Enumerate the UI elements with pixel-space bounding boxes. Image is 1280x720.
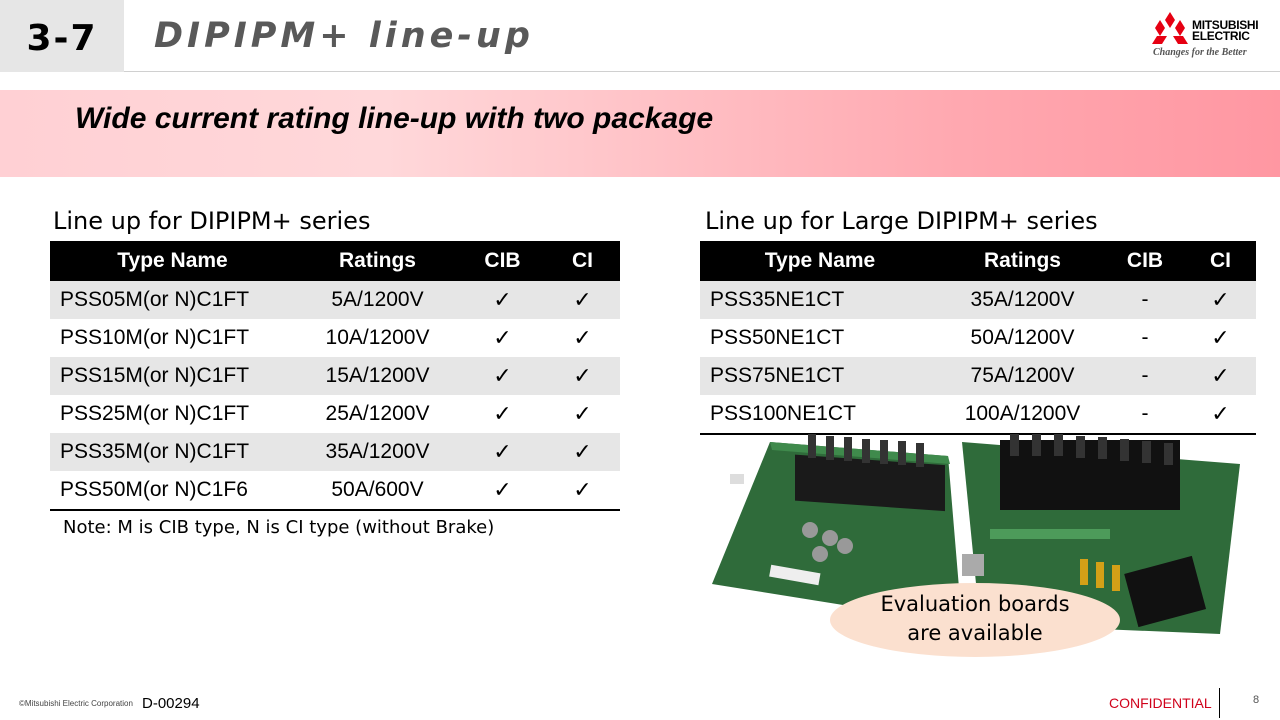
ci-check-icon: ✓ xyxy=(1185,395,1256,435)
col-header-ratings: Ratings xyxy=(940,241,1105,281)
section-number-box xyxy=(0,0,124,72)
type-name-cell: PSS25M(or N)C1FT xyxy=(60,402,250,425)
callout-line-2: are available xyxy=(907,621,1043,645)
ratings-cell: 15A/1200V xyxy=(295,357,460,395)
ci-check-icon: ✓ xyxy=(545,433,620,471)
cib-cell: - xyxy=(1105,357,1185,395)
table-row: PSS25M(or N)C1FT 25A/1200V ✓ ✓ xyxy=(50,395,620,433)
cib-check-icon: ✓ xyxy=(493,325,512,351)
ratings-cell: 50A/1200V xyxy=(970,326,1075,349)
cib-cell: - xyxy=(1105,395,1185,435)
page-title: DIPIPM+ line-up xyxy=(154,16,534,56)
right-table-caption: Line up for Large DIPIPM+ series xyxy=(705,207,1098,235)
type-name-cell: PSS100NE1CT xyxy=(700,395,940,435)
cib-cell: - xyxy=(1141,326,1149,349)
table-row: PSS10M(or N)C1FT 10A/1200V ✓ ✓ xyxy=(50,319,620,357)
ratings-cell: 35A/1200V xyxy=(940,281,1105,319)
table-row: PSS50M(or N)C1F6 50A/600V ✓ ✓ xyxy=(50,471,620,511)
cib-check-icon: ✓ xyxy=(460,433,545,471)
mitsubishi-electric-logo: MITSUBISHI ELECTRIC Changes for the Bett… xyxy=(1150,12,1270,62)
col-header-ci: CI xyxy=(1185,241,1256,281)
table-header-row: Type Name Ratings CIB CI xyxy=(50,241,620,281)
evaluation-boards-photo xyxy=(712,434,1240,634)
col-header-cib: CIB xyxy=(460,241,545,281)
ci-check-icon: ✓ xyxy=(1185,357,1256,395)
col-header-ratings: Ratings xyxy=(295,241,460,281)
table-note: Note: M is CIB type, N is CI type (witho… xyxy=(63,517,495,538)
three-diamonds-icon xyxy=(1152,12,1188,44)
ratings-cell: 100A/1200V xyxy=(940,395,1105,435)
dipipm-lineup-table: Type Name Ratings CIB CI PSS05M(or N)C1F… xyxy=(50,241,620,511)
cib-check-icon: ✓ xyxy=(460,471,545,511)
footer-divider xyxy=(1219,688,1220,718)
callout-text: Evaluation boards are available xyxy=(830,590,1120,648)
subtitle-banner xyxy=(0,90,1280,177)
table-row: PSS75NE1CT 75A/1200V - ✓ xyxy=(700,357,1256,395)
col-header-type-name: Type Name xyxy=(50,241,295,281)
ci-check-icon: ✓ xyxy=(1211,325,1230,351)
ratings-cell: 35A/1200V xyxy=(295,433,460,471)
cib-cell: - xyxy=(1105,281,1185,319)
col-header-ci: CI xyxy=(545,241,620,281)
callout-bubble xyxy=(830,583,1120,657)
col-header-cib: CIB xyxy=(1105,241,1185,281)
document-id: D-00294 xyxy=(142,695,200,712)
table-row: PSS35M(or N)C1FT 35A/1200V ✓ ✓ xyxy=(50,433,620,471)
ratings-cell: 75A/1200V xyxy=(940,357,1105,395)
type-name-cell: PSS75NE1CT xyxy=(700,357,940,395)
logo-line-1: MITSUBISHI xyxy=(1192,18,1259,32)
ci-check-icon: ✓ xyxy=(545,281,620,319)
table-row: PSS15M(or N)C1FT 15A/1200V ✓ ✓ xyxy=(50,357,620,395)
callout-line-1: Evaluation boards xyxy=(880,592,1070,616)
type-name-cell: PSS05M(or N)C1FT xyxy=(50,281,295,319)
ratings-cell: 5A/1200V xyxy=(295,281,460,319)
ci-check-icon: ✓ xyxy=(545,471,620,511)
table-row: PSS100NE1CT 100A/1200V - ✓ xyxy=(700,395,1256,435)
type-name-cell: PSS15M(or N)C1FT xyxy=(50,357,295,395)
logo-tagline: Changes for the Better xyxy=(1153,47,1247,58)
table-header-row: Type Name Ratings CIB CI xyxy=(700,241,1256,281)
type-name-cell: PSS35M(or N)C1FT xyxy=(50,433,295,471)
type-name-cell: PSS50M(or N)C1F6 xyxy=(50,471,295,511)
cib-check-icon: ✓ xyxy=(493,401,512,427)
col-header-type-name: Type Name xyxy=(700,241,940,281)
logo-wordmark: MITSUBISHI ELECTRIC xyxy=(1192,18,1259,43)
cib-check-icon: ✓ xyxy=(460,357,545,395)
cib-check-icon: ✓ xyxy=(460,281,545,319)
left-table-caption: Line up for DIPIPM+ series xyxy=(53,207,371,235)
table-row: PSS50NE1CT 50A/1200V - ✓ xyxy=(700,319,1256,357)
ci-check-icon: ✓ xyxy=(1185,281,1256,319)
ratings-cell: 25A/1200V xyxy=(325,402,430,425)
type-name-cell: PSS10M(or N)C1FT xyxy=(60,326,250,349)
ratings-cell: 10A/1200V xyxy=(325,326,430,349)
section-number: 3-7 xyxy=(26,18,98,59)
confidential-label: CONFIDENTIAL xyxy=(1109,695,1212,711)
ci-check-icon: ✓ xyxy=(573,401,592,427)
ci-check-icon: ✓ xyxy=(573,325,592,351)
table-row: PSS35NE1CT 35A/1200V - ✓ xyxy=(700,281,1256,319)
table-row: PSS05M(or N)C1FT 5A/1200V ✓ ✓ xyxy=(50,281,620,319)
type-name-cell: PSS50NE1CT xyxy=(710,326,845,349)
banner-text: Wide current rating line-up with two pac… xyxy=(75,102,714,135)
copyright: ©Mitsubishi Electric Corporation xyxy=(19,699,133,708)
large-dipipm-lineup-table: Type Name Ratings CIB CI PSS35NE1CT 35A/… xyxy=(700,241,1256,435)
title-divider xyxy=(124,71,1280,72)
logo-line-2: ELECTRIC xyxy=(1192,29,1250,43)
ratings-cell: 50A/600V xyxy=(295,471,460,511)
page-number: 8 xyxy=(1253,694,1260,706)
type-name-cell: PSS35NE1CT xyxy=(700,281,940,319)
ci-check-icon: ✓ xyxy=(545,357,620,395)
